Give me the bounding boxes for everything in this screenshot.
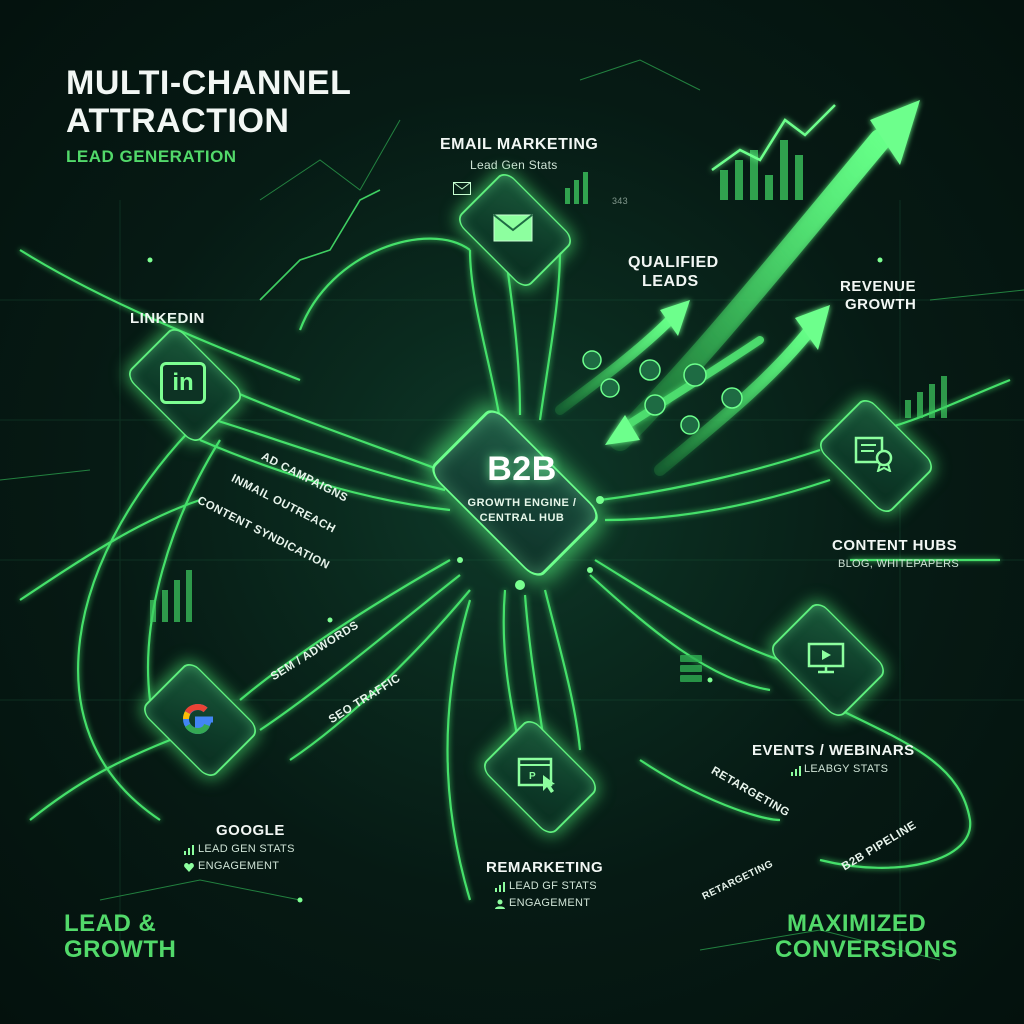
title-line-1: MULTI-CHANNEL	[66, 64, 352, 102]
browser-cursor-icon: P	[515, 752, 561, 798]
google-icon	[176, 697, 220, 741]
content-hubs-stat: BLOG, WHITEPAPERS	[838, 558, 960, 570]
bar-chart-decor-email	[565, 172, 588, 204]
google-stat-2: ENGAGEMENT	[198, 860, 280, 872]
hub-title: B2B	[487, 450, 557, 488]
title-line-2: ATTRACTION	[66, 102, 290, 140]
title-subtitle: LEAD GENERATION	[66, 147, 237, 166]
events-stat: LEABGY STATS	[804, 763, 889, 775]
lead-bubbles	[582, 350, 743, 435]
small-stat: 343	[612, 196, 628, 206]
remarketing-stat-2: ENGAGEMENT	[509, 897, 591, 909]
google-stat-1: LEAD GEN STATS	[198, 843, 295, 855]
qualified-leads-line-2: LEADS	[642, 273, 699, 290]
footer-left-line-1: LEAD &	[64, 910, 157, 937]
bar-chart-decor-right	[905, 376, 947, 418]
linkedin-title: LINKEDIN	[130, 310, 205, 327]
envelope-small-icon	[452, 180, 472, 196]
footer-left-line-2: GROWTH	[64, 936, 177, 963]
secondary-traces	[0, 59, 1024, 961]
revenue-growth-line-1: REVENUE	[840, 278, 917, 295]
server-stack-decor	[680, 655, 702, 682]
bar-chart-decor-left	[150, 570, 192, 622]
stats-small-icon	[494, 881, 506, 893]
document-badge-icon	[852, 432, 896, 476]
user-small-icon	[494, 898, 506, 910]
linkedin-icon: in	[160, 362, 206, 404]
revenue-growth-line-2: GROWTH	[845, 296, 917, 313]
content-hubs-title: CONTENT HUBS	[832, 537, 958, 554]
email-title: EMAIL MARKETING	[440, 136, 599, 153]
footer-right-line-1: MAXIMIZED	[787, 910, 927, 937]
hub-subtitle-1: GROWTH ENGINE /	[467, 497, 577, 509]
heart-small-icon	[183, 861, 195, 873]
stats-small-icon	[790, 765, 802, 777]
circuit-paths	[19, 237, 1011, 901]
envelope-icon	[485, 208, 541, 248]
svg-text:P: P	[529, 771, 536, 782]
trend-line-decor-left	[259, 189, 381, 301]
qualified-leads-line-1: QUALIFIED	[628, 254, 719, 271]
remarketing-title: REMARKETING	[486, 859, 604, 876]
bar-chart-decor-top	[720, 140, 803, 200]
footer-right-line-2: CONVERSIONS	[775, 936, 958, 963]
stats-small-icon	[183, 844, 195, 856]
events-title: EVENTS / WEBINARS	[752, 742, 915, 759]
remarketing-stat-1: LEAD GF STATS	[509, 880, 597, 892]
trend-line-decor-top	[711, 104, 836, 172]
google-title: GOOGLE	[216, 822, 285, 839]
email-stat: Lead Gen Stats	[470, 158, 558, 172]
video-screen-icon	[804, 636, 848, 680]
hub-subtitle-2: CENTRAL HUB	[479, 512, 565, 524]
